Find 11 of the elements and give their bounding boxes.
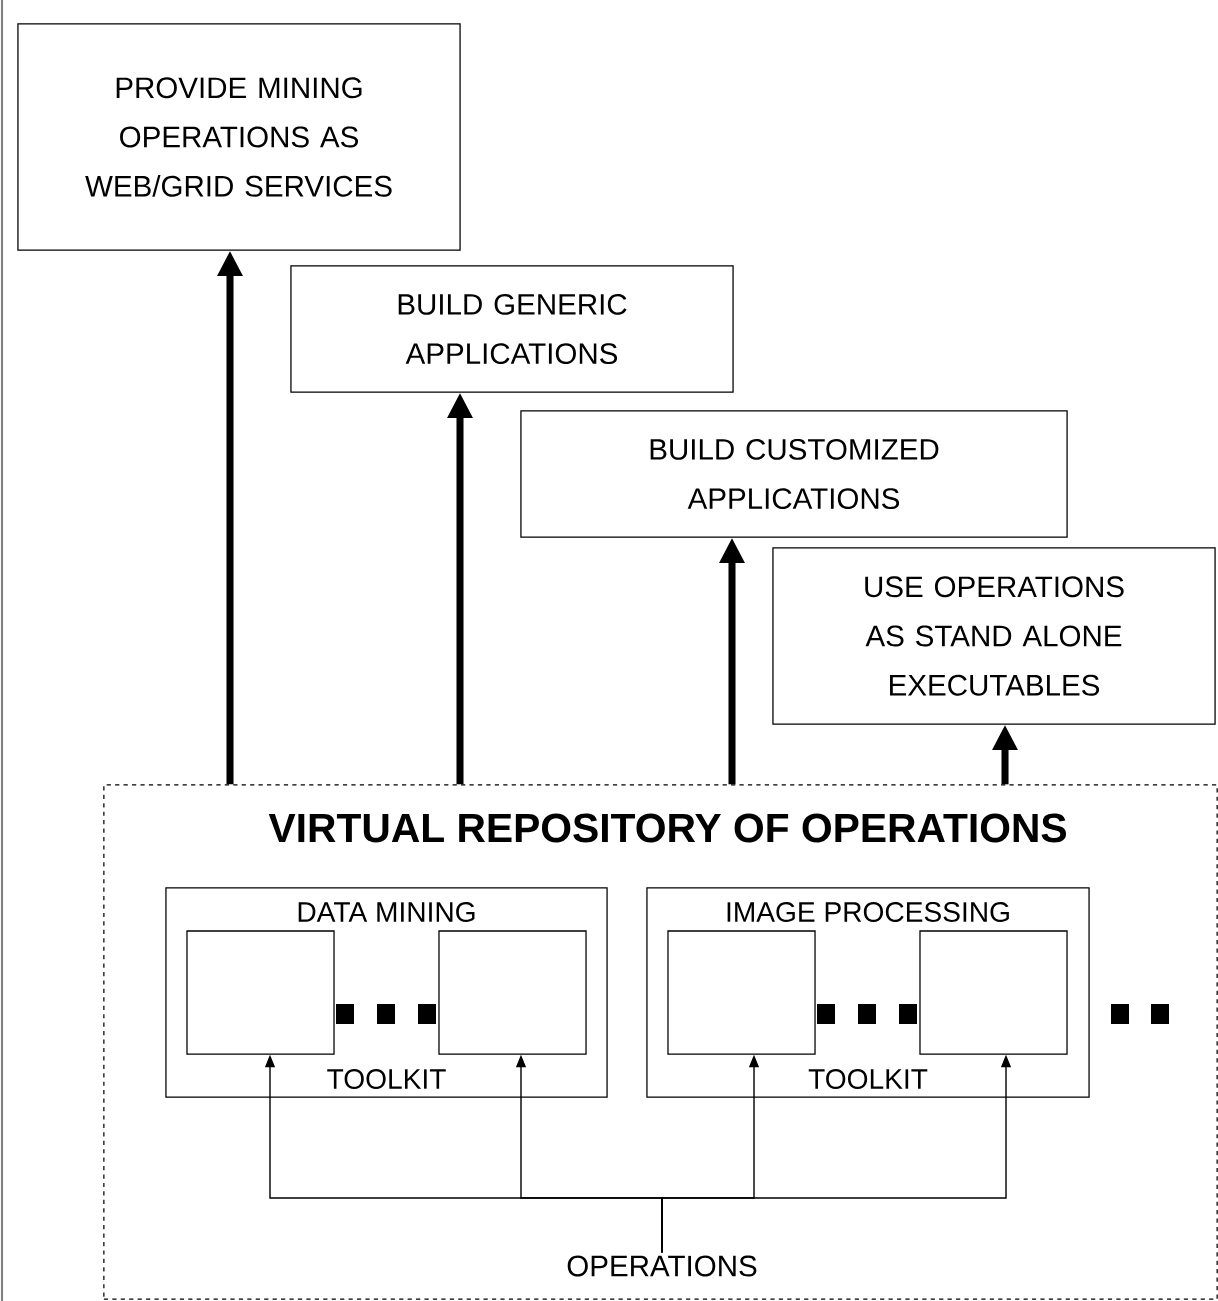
- toolkit-box: DATA MINING TOOLKIT: [165, 887, 608, 1098]
- toolkit-box: IMAGE PROCESSING TOOLKIT: [646, 887, 1090, 1098]
- goal-box: BUILD GENERIC APPLICATIONS: [290, 265, 734, 393]
- empty-box: [919, 930, 1068, 1055]
- empty-box: [667, 930, 816, 1055]
- goal-box: BUILD CUSTOMIZED APPLICATIONS: [520, 410, 1068, 538]
- goal-box: PROVIDE MINING OPERATIONS AS WEB/GRID SERVICES: [17, 23, 461, 251]
- goal-box: USE OPERATIONS AS STAND ALONE EXECUTABLES: [772, 547, 1216, 725]
- text-label: OPERATIONS: [567, 1255, 757, 1277]
- empty-box: [438, 930, 587, 1055]
- empty-box: [186, 930, 335, 1055]
